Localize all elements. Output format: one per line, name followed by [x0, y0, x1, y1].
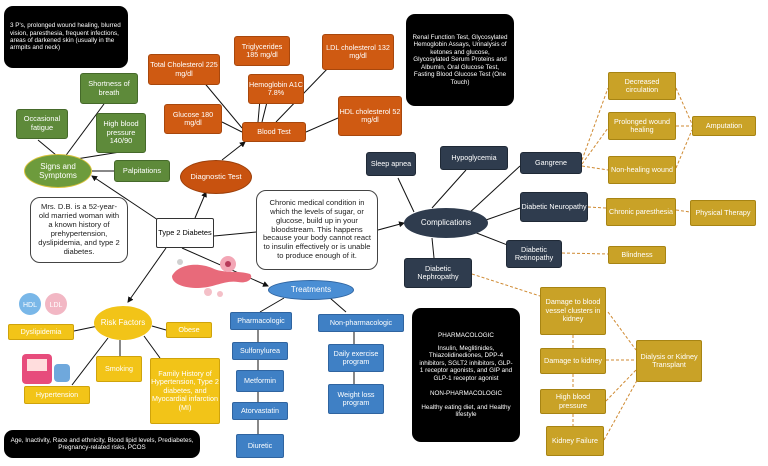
risk-factors-node: Risk Factors — [94, 306, 152, 340]
risk-other-box: Age, Inactivity, Race and ethnicity, Blo… — [4, 430, 200, 458]
ldl-icon-label: LDL — [50, 302, 63, 309]
nephropathy-kidney-failure: Kidney Failure — [546, 426, 604, 456]
lab-hdl-cholesterol: HDL cholesterol 52 mg/dl — [338, 96, 402, 136]
lab-hemoglobin-a1c: Hemoglobin A1C 7.8% — [248, 74, 304, 104]
gangrene-prolonged-wound-healing: Prolonged wound healing — [608, 112, 676, 140]
lab-total-cholesterol: Total Cholesterol 225 mg/dl — [148, 54, 220, 85]
nephropathy-high-blood-pressure: High blood pressure — [540, 389, 606, 414]
diagnostic-test-node: Diagnostic Test — [180, 160, 252, 194]
treatment-metformin: Metformin — [236, 370, 284, 392]
nephropathy-damage-blood-vessels: Damage to blood vessel clusters in kidne… — [540, 287, 606, 335]
gangrene-non-healing-wound: Non-healing wound — [608, 156, 676, 184]
treatment-atorvastatin: Atorvastatin — [232, 402, 288, 420]
cholesterol-icon: HDL LDL — [19, 293, 67, 315]
signs-and-symptoms-node: Signs and Symptoms — [24, 154, 92, 188]
sign-palpitations: Palpitations — [114, 160, 170, 182]
complication-diabetic-nephropathy: Diabetic Nephropathy — [404, 258, 472, 288]
physical-therapy-node: Physical Therapy — [690, 200, 756, 226]
treatment-sulfonylurea: Sulfonylurea — [232, 342, 288, 360]
non-pharmacologic-heading: NON-PHARMACOLOGIC — [429, 390, 503, 398]
patient-description-box: Mrs. D.B. is a 52-year-old married woman… — [30, 197, 128, 263]
complication-diabetic-retinopathy: Diabetic Retinopathy — [506, 240, 562, 268]
risk-family-history: Family History of Hypertension, Type 2 d… — [150, 358, 220, 424]
pharmacologic-heading: PHARMACOLOGIC — [438, 331, 494, 339]
type-2-diabetes-node: Type 2 Diabetes — [156, 218, 214, 248]
neuropathy-chronic-paresthesia: Chronic paresthesia — [606, 198, 676, 226]
complications-node: Complications — [404, 208, 488, 238]
treatment-weight-loss: Weight loss program — [328, 384, 384, 414]
pancreas-illustration-icon — [172, 256, 252, 297]
complication-sleep-apnea: Sleep apnea — [366, 152, 416, 176]
nephropathy-damage-to-kidney: Damage to kidney — [540, 348, 606, 374]
definition-box: Chronic medical condition in which the l… — [256, 190, 378, 270]
sign-shortness-of-breath: Shortness of breath — [80, 73, 138, 104]
risk-hypertension: Hypertension — [24, 386, 90, 404]
sign-high-blood-pressure: High blood pressure 140/90 — [96, 113, 146, 153]
treatments-node: Treatments — [268, 280, 354, 300]
treatment-options-box: PHARMACOLOGIC Insulin, Meglitinides, Thi… — [412, 308, 520, 442]
dialysis-or-transplant-node: Dialysis or Kidney Transplant — [636, 340, 702, 382]
lab-glucose: Glucose 180 mg/dl — [164, 104, 222, 134]
non-pharmacologic-options: Healthy eating diet, and Healthy lifesty… — [421, 403, 511, 418]
risk-obese: Obese — [166, 322, 212, 338]
lab-ldl-cholesterol: LDL cholesterol 132 mg/dl — [322, 34, 394, 70]
lab-triglycerides: Triglycerides 185 mg/dl — [234, 36, 290, 66]
non-pharmacologic-node: Non-pharmacologic — [318, 314, 404, 332]
signs-other-box: 3 P's, prolonged wound healing, blurred … — [4, 6, 128, 68]
sign-occasional-fatigue: Occasional fatigue — [16, 109, 68, 139]
retinopathy-blindness: Blindness — [608, 246, 666, 264]
hdl-icon-label: HDL — [23, 302, 37, 309]
blood-pressure-monitor-icon — [22, 354, 70, 384]
amputation-node: Amputation — [692, 116, 756, 136]
complication-hypoglycemia: Hypoglycemia — [440, 146, 508, 170]
complication-gangrene: Gangrene — [520, 152, 582, 174]
risk-smoking: Smoking — [96, 356, 142, 382]
risk-dyslipidemia: Dyslipidemia — [8, 324, 74, 340]
pharmacologic-node: Pharmacologic — [230, 312, 292, 330]
complication-diabetic-neuropathy: Diabetic Neuropathy — [520, 192, 588, 222]
treatment-daily-exercise: Daily exercise program — [328, 344, 384, 372]
pharmacologic-options: Insulin, Meglitinides, Thiazolidinedione… — [419, 345, 513, 382]
blood-test-node: Blood Test — [242, 122, 306, 142]
gangrene-decreased-circulation: Decreased circulation — [608, 72, 676, 100]
diagnostic-other-box: Renal Function Test, Glycosylated Hemogl… — [406, 14, 514, 106]
treatment-diuretic: Diuretic — [236, 434, 284, 458]
